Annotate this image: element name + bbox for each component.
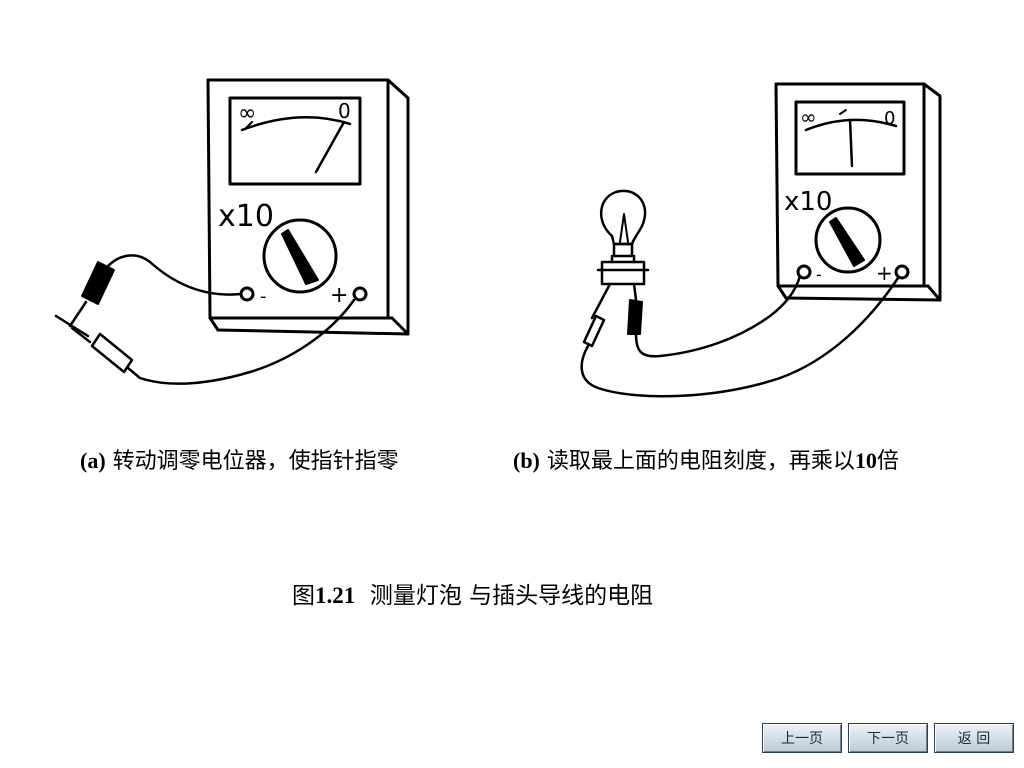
caption-a-text: 转动调零电位器，使指针指零: [105, 449, 399, 474]
terminal-minus-label-a: -: [260, 286, 267, 307]
caption-a-prefix: (a): [80, 448, 106, 473]
leads-a: [54, 254, 356, 385]
figure-title-prefix: 图: [292, 583, 315, 609]
figure-title-text: 测量灯泡 与插头导线的电阻: [355, 583, 654, 609]
terminal-plus-label-a: +: [330, 283, 348, 308]
caption-b-end: 倍: [876, 449, 899, 474]
dial-infinity-b: ∞: [800, 105, 817, 129]
terminal-minus-b: [796, 264, 812, 280]
bulb-and-plug: [580, 189, 900, 398]
multimeter-a: [206, 78, 410, 336]
knob-pointer-b: [829, 217, 865, 267]
terminal-minus-label-b: -: [816, 265, 822, 284]
terminal-plus-b: [894, 264, 910, 280]
knob-pointer-a: [281, 229, 319, 285]
next-page-button[interactable]: 下一页: [848, 723, 928, 753]
back-button[interactable]: 返 回: [934, 723, 1014, 753]
terminal-plus-a: [352, 286, 368, 302]
figure-title-number: 1.21: [315, 583, 356, 608]
range-label-a: x10: [218, 199, 274, 234]
caption-b-number: 10: [854, 448, 877, 473]
dial-zero-b: 0: [884, 108, 895, 129]
caption-b-text: 读取最上面的电阻刻度，再乘以: [539, 449, 855, 474]
terminal-minus-a: [239, 286, 255, 302]
dial-zero-a: 0: [338, 99, 351, 123]
range-label-b: x10: [784, 187, 832, 217]
figure-title: 图1.21 测量灯泡 与插头导线的电阻: [292, 583, 653, 609]
navigation-bar: 上一页 下一页 返 回: [762, 723, 1014, 755]
caption-a: (a) 转动调零电位器，使指针指零: [80, 448, 399, 475]
caption-b: (b) 读取最上面的电阻刻度，再乘以10倍: [513, 448, 899, 475]
multimeter-b: [774, 82, 942, 302]
terminal-plus-label-b: +: [876, 261, 893, 285]
figure-illustration: ∞ 0 x10 - + ∞ 0 x10 - +: [54, 78, 942, 398]
dial-infinity-a: ∞: [238, 101, 256, 126]
prev-page-button[interactable]: 上一页: [762, 723, 842, 753]
caption-b-prefix: (b): [513, 448, 540, 473]
